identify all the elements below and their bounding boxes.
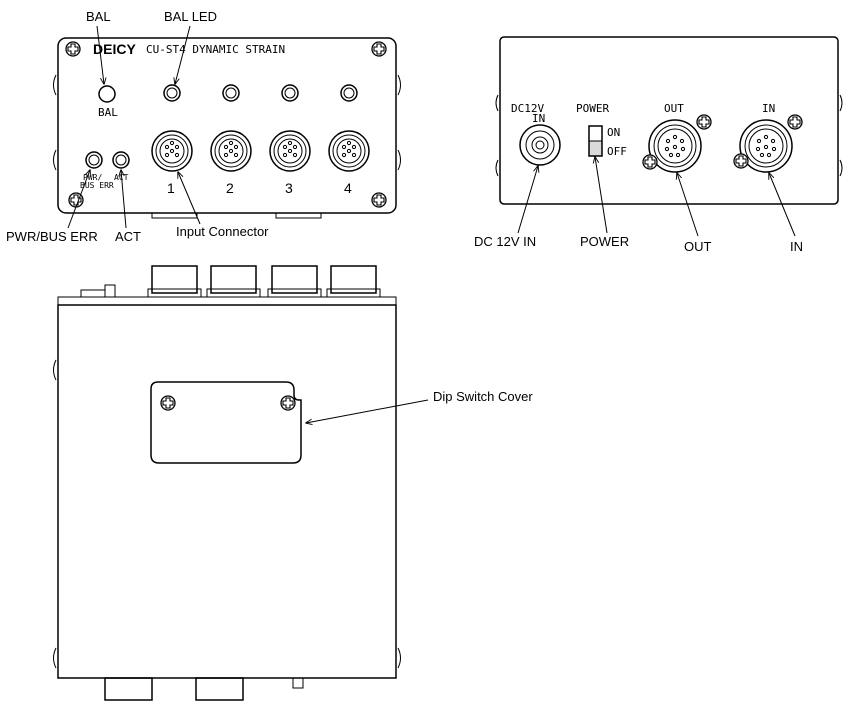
bal-led-callout: BAL LED bbox=[164, 9, 217, 24]
in-panel-label: IN bbox=[762, 102, 775, 115]
switch-on-label: ON bbox=[607, 126, 620, 139]
switch-off-label: OFF bbox=[607, 145, 627, 158]
screw-icon bbox=[160, 395, 176, 411]
bus-err-panel-label: BUS ERR bbox=[80, 181, 114, 190]
input-connector-4[interactable] bbox=[328, 130, 370, 172]
bal-led bbox=[281, 84, 299, 102]
dip-switch-cover-callout: Dip Switch Cover bbox=[433, 389, 533, 404]
dc-12v-in-callout: DC 12V IN bbox=[474, 234, 536, 249]
in-callout: IN bbox=[790, 239, 803, 254]
bal-panel-label: BAL bbox=[98, 106, 118, 119]
bal-callout: BAL bbox=[86, 9, 111, 24]
dc-panel-label: DC12V bbox=[511, 102, 544, 115]
pwr-panel-label: PWR/ bbox=[83, 173, 102, 182]
rear-callouts: DC 12V IN POWER OUT IN bbox=[474, 157, 803, 254]
channel-number: 4 bbox=[344, 180, 352, 196]
screw-icon bbox=[371, 41, 387, 57]
screw-icon bbox=[696, 114, 712, 130]
top-view bbox=[53, 265, 401, 701]
input-connector-1[interactable] bbox=[151, 130, 193, 172]
channel-number: 3 bbox=[285, 180, 293, 196]
rear-panel: DC12V IN POWER ON OFF OUT IN bbox=[495, 36, 843, 205]
pwr-bus-err-callout: PWR/BUS ERR bbox=[6, 229, 98, 244]
front-panel: DEICY CU-ST4 DYNAMIC STRAIN BAL PWR/ BUS… bbox=[53, 37, 401, 219]
model-label: CU-ST4 DYNAMIC STRAIN bbox=[146, 43, 285, 56]
power-panel-label: POWER bbox=[576, 102, 609, 115]
bal-button[interactable] bbox=[98, 85, 116, 103]
power-switch[interactable] bbox=[588, 125, 603, 157]
bal-led bbox=[340, 84, 358, 102]
power-callout: POWER bbox=[580, 234, 629, 249]
out-callout: OUT bbox=[684, 239, 712, 254]
out-panel-label: OUT bbox=[664, 102, 684, 115]
input-connector-3[interactable] bbox=[269, 130, 311, 172]
bal-led bbox=[163, 84, 181, 102]
screw-icon bbox=[65, 41, 81, 57]
dc-in-panel-label: IN bbox=[532, 112, 545, 125]
screw-icon bbox=[787, 114, 803, 130]
act-led bbox=[112, 151, 130, 169]
front-callouts: BAL BAL LED PWR/BUS ERR ACT Input Connec… bbox=[6, 9, 269, 244]
screw-icon bbox=[280, 395, 296, 411]
screw-icon bbox=[733, 153, 749, 169]
input-connector-2[interactable] bbox=[210, 130, 252, 172]
channel-number: 2 bbox=[226, 180, 234, 196]
channel-number: 1 bbox=[167, 180, 175, 196]
input-connector-callout: Input Connector bbox=[176, 224, 269, 239]
top-callouts: Dip Switch Cover bbox=[306, 389, 533, 423]
brand-logo: DEICY bbox=[93, 41, 136, 57]
act-callout: ACT bbox=[115, 229, 141, 244]
screw-icon bbox=[371, 192, 387, 208]
screw-icon bbox=[642, 154, 658, 170]
pwr-bus-err-led bbox=[85, 151, 103, 169]
dc-12v-in-jack[interactable] bbox=[519, 124, 561, 166]
dip-switch-cover[interactable] bbox=[150, 381, 302, 464]
bal-led bbox=[222, 84, 240, 102]
